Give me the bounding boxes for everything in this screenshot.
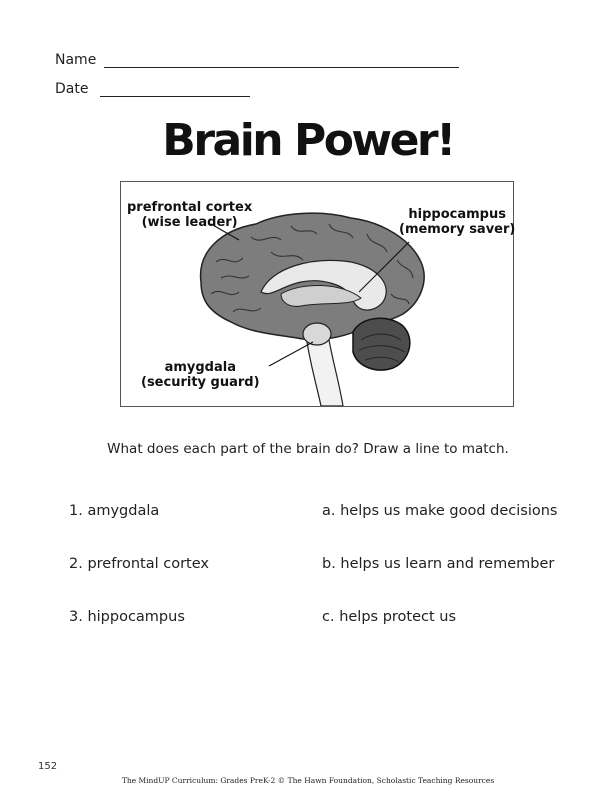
prefrontal-name: prefrontal cortex: [127, 200, 253, 215]
instruction-text: What does each part of the brain do? Dra…: [107, 441, 509, 457]
cerebellum-folds: [358, 333, 406, 363]
brain-illustration: [199, 212, 425, 406]
label-prefrontal-cortex: prefrontal cortex (wise leader): [127, 200, 252, 230]
hippocampus-region: [280, 285, 362, 307]
brain-diagram: prefrontal cortex (wise leader) hippocam…: [120, 181, 515, 407]
label-pointer-lines: [210, 223, 410, 367]
label-hippocampus: hippocampus (memory saver): [399, 207, 515, 237]
match-definition-c[interactable]: c. helps protect us: [322, 609, 457, 625]
name-field[interactable]: Name: [55, 52, 460, 68]
amygdala-region: [302, 322, 332, 346]
name-label: Name: [55, 52, 97, 68]
match-term-prefrontal-cortex[interactable]: 2. prefrontal cortex: [69, 556, 209, 572]
footer-credit: The MindUP Curriculum: Grades PreK-2 © T…: [121, 776, 495, 785]
page-number: 152: [38, 761, 58, 772]
match-definition-a[interactable]: a. helps us make good decisions: [322, 503, 558, 519]
date-field[interactable]: Date: [55, 81, 251, 97]
page-title: Brain Power!: [162, 115, 456, 166]
label-amygdala: amygdala (security guard): [141, 360, 260, 390]
amygdala-role: (security guard): [141, 375, 260, 390]
amygdala-name: amygdala: [164, 360, 236, 375]
match-term-amygdala[interactable]: 1. amygdala: [69, 503, 160, 519]
hippocampus-role: (memory saver): [399, 222, 516, 237]
brain-stem: [306, 339, 344, 406]
hippocampus-name: hippocampus: [408, 207, 506, 222]
date-blank-line[interactable]: [100, 82, 251, 97]
cerebellum: [352, 317, 411, 371]
name-blank-line[interactable]: [104, 53, 460, 68]
match-term-hippocampus[interactable]: 3. hippocampus: [69, 609, 185, 625]
prefrontal-role: (wise leader): [141, 215, 238, 230]
date-label: Date: [55, 81, 89, 97]
match-definition-b[interactable]: b. helps us learn and remember: [322, 556, 555, 572]
brain-folds: [210, 223, 414, 313]
